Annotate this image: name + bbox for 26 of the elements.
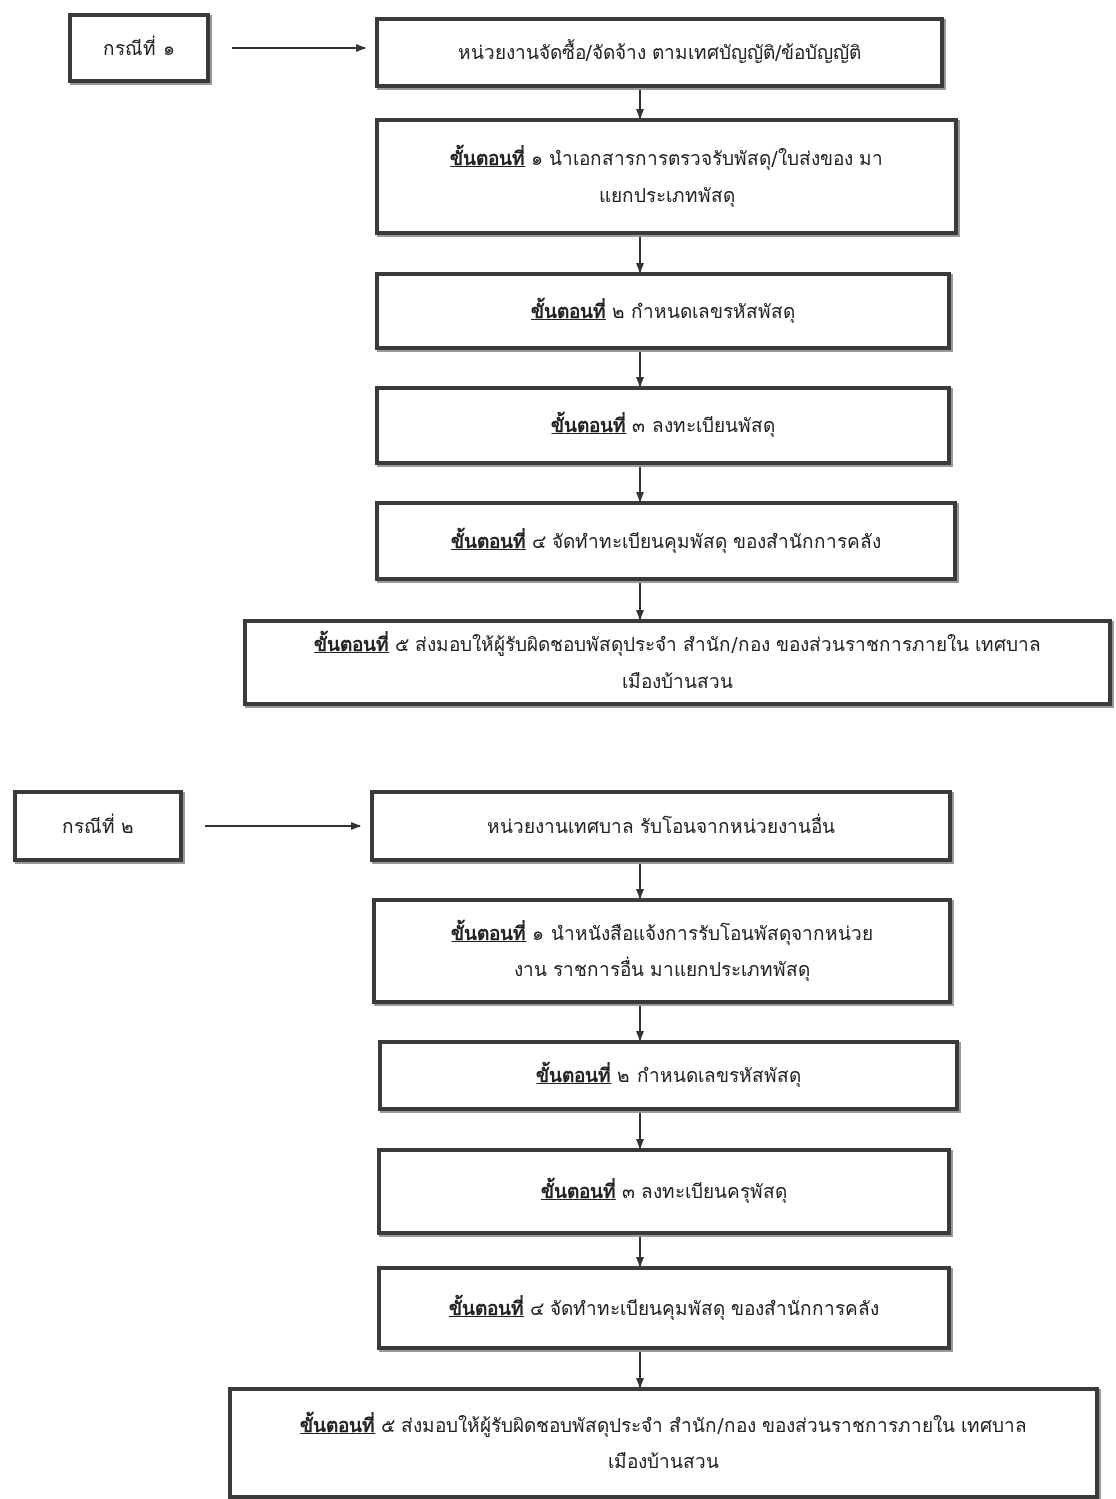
process-box: หน่วยงานเทศบาล รับโอนจากหน่วยงานอื่น [370, 790, 952, 862]
arrow [636, 1234, 644, 1267]
arrow [636, 1003, 644, 1041]
arrow [636, 1110, 644, 1149]
arrow [636, 234, 644, 273]
process-box: ขั้นตอนที่ ๔ จัดทำทะเบียนคุมพัสดุ ของสำนักการคลัง [377, 1266, 951, 1350]
arrow [636, 464, 644, 502]
process-box: ขั้นตอนที่ ๓ ลงทะเบียนครุพัสดุ [377, 1148, 951, 1235]
process-box: ขั้นตอนที่ ๒ กำหนดเลขรหัสพัสดุ [378, 1040, 959, 1111]
case-box: กรณีที่ ๒ [13, 790, 183, 862]
arrow [231, 44, 366, 52]
process-box: ขั้นตอนที่ ๓ ลงทะเบียนพัสดุ [375, 386, 951, 465]
process-box: ขั้นตอนที่ ๕ ส่งมอบให้ผู้รับผิดชอบพัสดุประจำ สำนัก/กอง ของส่วนราชการภายใน เทศบาลเมืองบ้านสวน [228, 1387, 1099, 1499]
arrow [636, 87, 644, 119]
case-box: กรณีที่ ๑ [68, 13, 210, 83]
process-box: ขั้นตอนที่ ๑ นำหนังสือแจ้งการรับโอนพัสดุจากหน่วยงาน ราชการอื่น มาแยกประเภทพัสดุ [372, 898, 952, 1004]
arrow [636, 861, 644, 899]
arrow [636, 349, 644, 387]
arrow [204, 822, 361, 830]
process-box: ขั้นตอนที่ ๕ ส่งมอบให้ผู้รับผิดชอบพัสดุประจำ สำนัก/กอง ของส่วนราชการภายใน เทศบาลเมืองบ้านสวน [243, 619, 1112, 706]
process-box: ขั้นตอนที่ ๔ จัดทำทะเบียนคุมพัสดุ ของสำนักการคลัง [375, 501, 957, 581]
arrow [636, 1349, 644, 1388]
process-box: หน่วยงานจัดซื้อ/จัดจ้าง ตามเทศบัญญัติ/ข้อบัญญัติ [375, 17, 944, 88]
arrow [636, 580, 644, 620]
process-box: ขั้นตอนที่ ๑ นำเอกสารการตรวจรับพัสดุ/ใบส่งของ มาแยกประเภทพัสดุ [375, 118, 958, 235]
process-box: ขั้นตอนที่ ๒ กำหนดเลขรหัสพัสดุ [375, 272, 951, 350]
